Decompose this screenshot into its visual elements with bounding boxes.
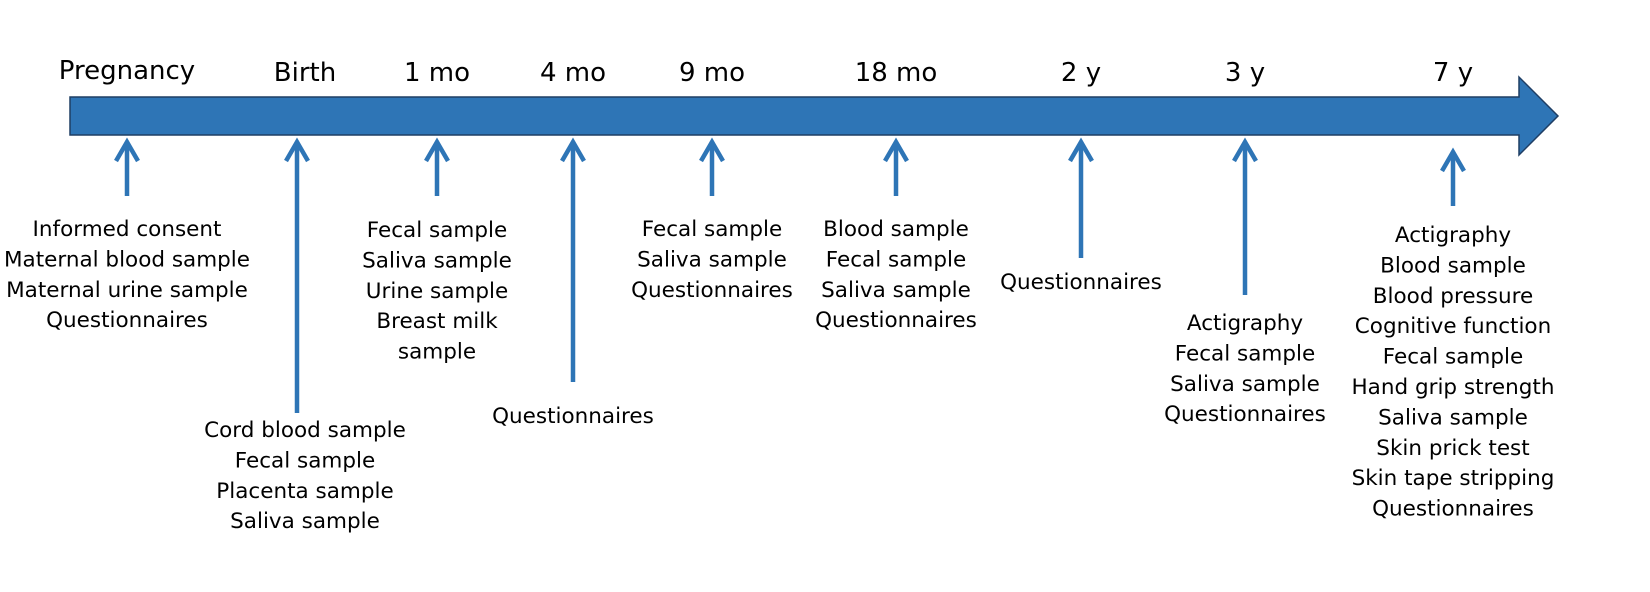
milestone-item: Saliva sample bbox=[637, 247, 787, 272]
milestone-item: Fecal sample bbox=[367, 218, 507, 243]
milestone-item: Saliva sample bbox=[821, 278, 971, 303]
milestone-item: Blood sample bbox=[1380, 253, 1526, 278]
milestone-item: Blood pressure bbox=[1373, 284, 1533, 309]
milestone-item: Skin tape stripping bbox=[1352, 466, 1555, 491]
milestone-item: Fecal sample bbox=[1175, 341, 1315, 366]
milestone-item: Urine sample bbox=[366, 279, 508, 304]
milestone-item: Cord blood sample bbox=[204, 418, 406, 443]
milestone-item: Maternal urine sample bbox=[6, 278, 248, 303]
milestone-label: 9 mo bbox=[679, 58, 745, 88]
milestone-item: Saliva sample bbox=[1378, 405, 1528, 430]
milestone-label: 3 y bbox=[1225, 58, 1265, 88]
milestone-item: Saliva sample bbox=[1170, 372, 1320, 397]
milestone-item: Hand grip strength bbox=[1352, 375, 1555, 400]
milestone-item: Questionnaires bbox=[1164, 402, 1326, 427]
milestone-item: Blood sample bbox=[823, 217, 969, 242]
milestone-item: Fecal sample bbox=[235, 448, 375, 473]
up-arrow-icon bbox=[114, 137, 140, 196]
milestone-item: Saliva sample bbox=[362, 248, 512, 273]
milestone-label: 7 y bbox=[1433, 58, 1473, 88]
up-arrow-icon bbox=[1232, 137, 1258, 295]
milestone-item: Saliva sample bbox=[230, 509, 380, 534]
milestone-label: 2 y bbox=[1061, 58, 1101, 88]
up-arrow-icon bbox=[424, 137, 450, 196]
milestone-item: Questionnaires bbox=[1000, 270, 1162, 295]
milestone-item: Cognitive function bbox=[1355, 314, 1551, 339]
milestone-7: 2 y Questionnaires bbox=[1000, 58, 1162, 295]
milestone-label: 18 mo bbox=[855, 58, 938, 88]
milestone-label: Pregnancy bbox=[59, 56, 195, 86]
up-arrow-icon bbox=[699, 137, 725, 196]
timeline-bar bbox=[69, 75, 1560, 157]
milestone-item: Skin prick test bbox=[1376, 436, 1529, 461]
up-arrow-icon bbox=[284, 137, 310, 413]
milestone-label: 4 mo bbox=[540, 58, 606, 88]
milestone-item: Informed consent bbox=[33, 217, 222, 242]
milestone-item: Fecal sample bbox=[826, 247, 966, 272]
timeline-bar-group bbox=[69, 75, 1560, 157]
milestone-item: Actigraphy bbox=[1187, 311, 1303, 336]
milestone-item: Questionnaires bbox=[631, 278, 793, 303]
milestone-item: Maternal blood sample bbox=[4, 247, 250, 272]
milestone-label: 1 mo bbox=[404, 58, 470, 88]
milestone-item: Fecal sample bbox=[1383, 345, 1523, 370]
milestone-4: 4 mo Questionnaires bbox=[492, 58, 654, 429]
up-arrow-icon bbox=[1440, 147, 1466, 206]
milestone-item: Placenta sample bbox=[216, 479, 393, 504]
milestone-item: Questionnaires bbox=[46, 308, 208, 333]
up-arrow-icon bbox=[883, 137, 909, 196]
milestone-label: Birth bbox=[274, 58, 336, 88]
milestone-item: sample bbox=[398, 340, 476, 365]
up-arrow-icon bbox=[560, 137, 586, 382]
milestone-item: Questionnaires bbox=[1372, 497, 1534, 522]
milestone-item: Breast milk bbox=[376, 309, 498, 334]
milestone-item: Questionnaires bbox=[815, 308, 977, 333]
milestone-item: Actigraphy bbox=[1395, 223, 1511, 248]
milestone-item: Questionnaires bbox=[492, 404, 654, 429]
up-arrow-icon bbox=[1068, 137, 1094, 258]
milestone-item: Fecal sample bbox=[642, 217, 782, 242]
